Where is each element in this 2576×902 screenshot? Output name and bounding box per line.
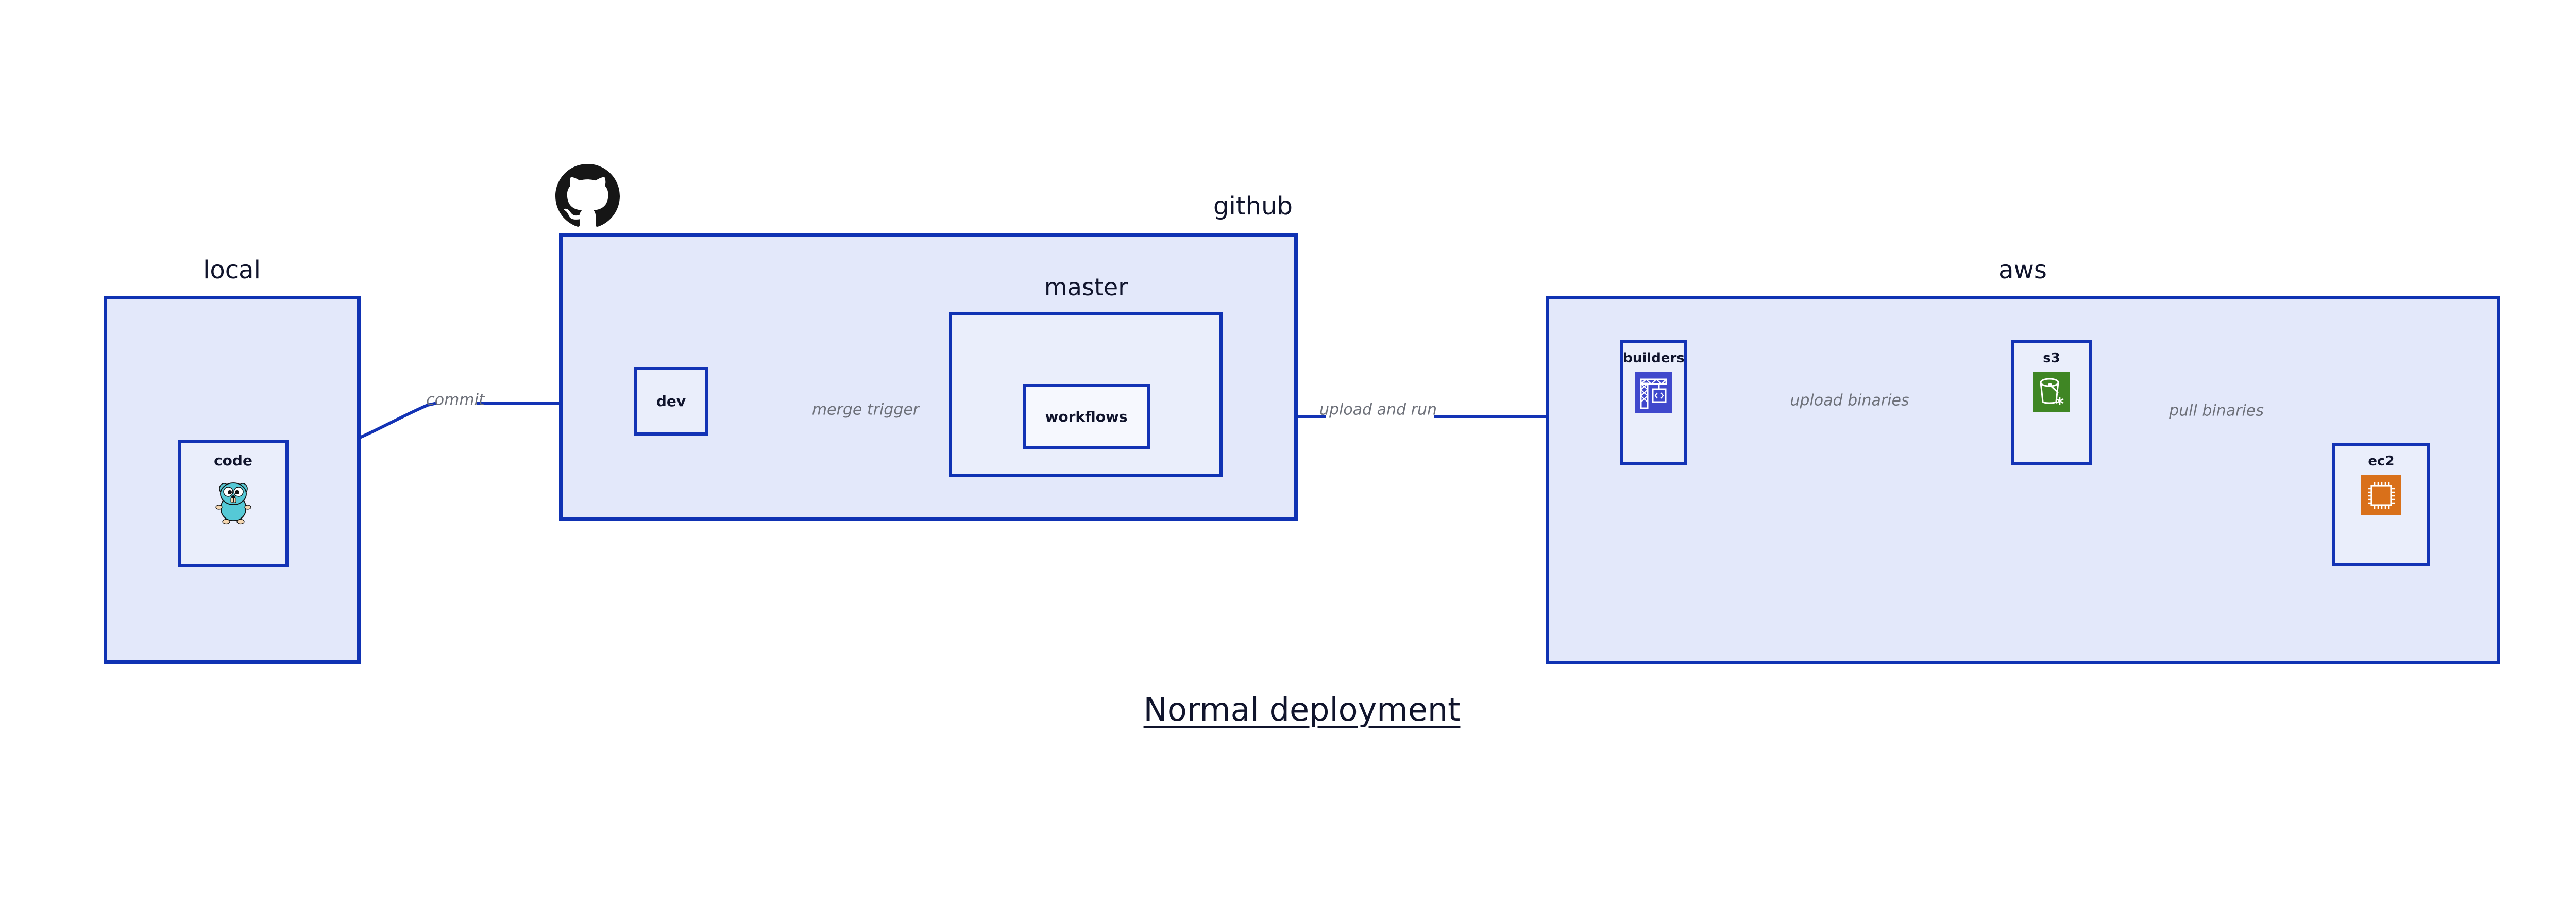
page-title: Normal deployment: [1143, 691, 1461, 728]
aws-s3-icon: [2033, 372, 2070, 412]
node-builders[interactable]: builders: [1620, 340, 1687, 465]
node-label-s3: s3: [2043, 350, 2060, 366]
aws-ec2-icon: [2361, 475, 2401, 515]
node-label-workflows: workflows: [1045, 408, 1128, 425]
cluster-label-local: local: [203, 256, 261, 285]
edge-label-merge-trigger: merge trigger: [811, 400, 920, 419]
node-code[interactable]: code: [178, 440, 289, 567]
go-gopher-icon: [213, 476, 254, 526]
node-label-code: code: [214, 452, 252, 469]
node-s3[interactable]: s3: [2011, 340, 2092, 465]
node-label-builders: builders: [1623, 350, 1685, 366]
node-dev[interactable]: dev: [634, 367, 708, 436]
github-mark-icon: [555, 164, 620, 228]
node-workflows[interactable]: workflows: [1023, 384, 1150, 449]
edge-label-upload-and-run: upload and run: [1319, 400, 1437, 419]
aws-codebuild-icon: [1635, 372, 1672, 413]
node-ec2[interactable]: ec2: [2332, 443, 2430, 566]
cluster-label-master: master: [1044, 273, 1128, 301]
edge-label-upload-binaries: upload binaries: [1790, 391, 1909, 410]
cluster-label-aws: aws: [1998, 256, 2047, 285]
edge-label-pull-binaries: pull binaries: [2169, 402, 2264, 420]
node-label-ec2: ec2: [2368, 454, 2395, 469]
cluster-label-github: github: [1213, 192, 1293, 221]
edge-label-commit: commit: [426, 391, 485, 409]
node-label-dev: dev: [656, 393, 686, 410]
